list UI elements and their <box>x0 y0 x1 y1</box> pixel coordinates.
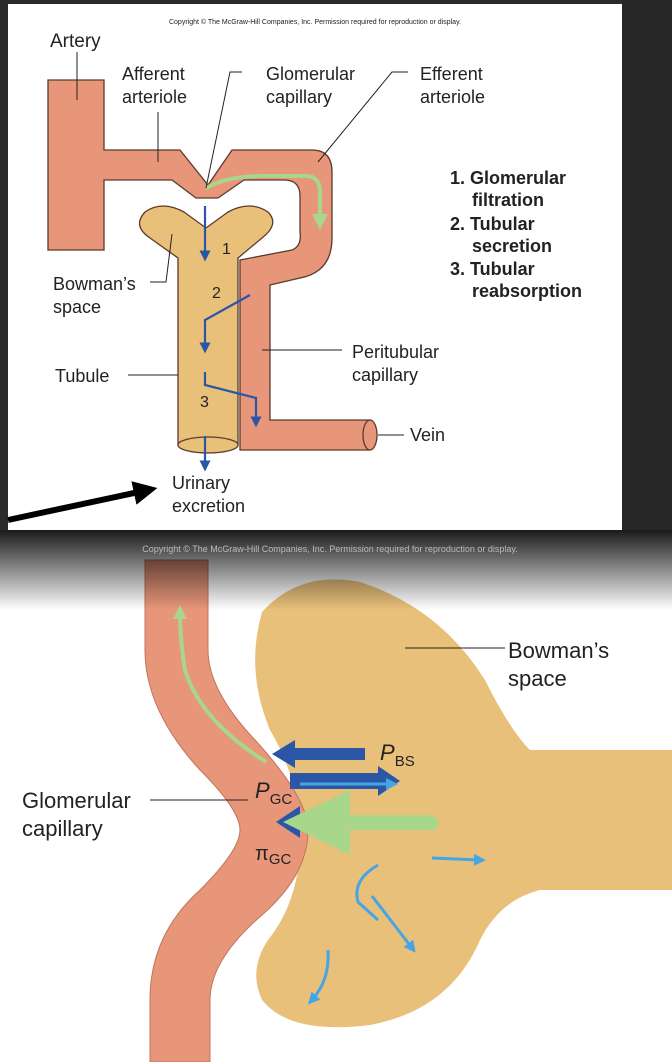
tubule-opening <box>177 436 239 454</box>
glomerular-capillary-shape <box>144 559 309 1062</box>
black-pointer-arrow <box>7 481 158 523</box>
reabsorption-arrow <box>203 372 262 428</box>
pgc-arrow <box>290 766 400 796</box>
copyright-notice-bottom: Copyright © The McGraw-Hill Companies, I… <box>142 544 517 554</box>
legend-2-line1: 2. Tubular <box>450 214 535 234</box>
label-efferent-line1: Efferent <box>420 64 483 84</box>
label-urinary-line2: excretion <box>172 496 245 516</box>
blood-flow-arrow <box>205 174 328 230</box>
label-glomerular-line2: capillary <box>266 87 332 107</box>
process-arrows <box>199 206 262 472</box>
label-afferent-line2: arteriole <box>122 87 187 107</box>
label-glomerular-line1: Glomerular <box>266 64 355 84</box>
filtrate-flow-arrows <box>307 853 486 1005</box>
label-pigc: πGC <box>255 843 291 868</box>
legend-3-line2: reabsorption <box>472 281 582 301</box>
label-vein: Vein <box>410 425 445 445</box>
step-number-1: 1 <box>222 241 231 258</box>
leader-lines <box>76 52 408 436</box>
bottom-leader-lines <box>150 647 505 801</box>
label-pbs: PBS <box>380 740 415 770</box>
label-bowmans-line2: space <box>53 297 101 317</box>
pressure-arrows <box>272 740 438 855</box>
bottom-panel: Copyright © The McGraw-Hill Companies, I… <box>0 530 672 1062</box>
step-number-3: 3 <box>200 394 209 411</box>
glomerular-filtration-diagram: Copyright © The McGraw-Hill Companies, I… <box>0 530 672 1062</box>
pbs-arrow <box>272 740 365 768</box>
legend-1-line1: 1. Glomerular <box>450 168 566 188</box>
label-peritubular-line2: capillary <box>352 365 418 385</box>
label-tubule: Tubule <box>55 366 109 386</box>
vein-opening <box>362 419 378 451</box>
blood-vessels <box>47 79 378 451</box>
label-pgc: PGC <box>255 778 292 808</box>
filtrate-arrow-right <box>431 853 486 866</box>
label-urinary-line1: Urinary <box>172 473 230 493</box>
label-glomerular-capillary-line2: capillary <box>22 816 103 841</box>
legend-3-line1: 3. Tubular <box>450 259 535 279</box>
label-bowmans-space-line1: Bowman’s <box>508 638 609 663</box>
label-peritubular-line1: Peritubular <box>352 342 439 362</box>
label-efferent-line2: arteriole <box>420 87 485 107</box>
filtrate-arrow-down-right <box>370 895 416 953</box>
legend-2-line2: secretion <box>472 236 552 256</box>
label-artery: Artery <box>50 31 101 52</box>
legend-1-line2: filtration <box>472 190 544 210</box>
process-legend: 1. Glomerular filtration 2. Tubular secr… <box>450 168 582 301</box>
label-afferent-line1: Afferent <box>122 64 185 84</box>
capillary-blood-flow-arrow <box>173 605 268 764</box>
bowmans-capsule-and-tubule <box>138 205 274 446</box>
secretion-arrow <box>199 294 251 354</box>
label-bowmans-line1: Bowman’s <box>53 274 136 294</box>
green-filtration-arrow <box>283 790 438 855</box>
step-number-2: 2 <box>212 285 221 302</box>
label-glomerular-capillary-line1: Glomerular <box>22 788 131 813</box>
afferent-artery-vessel <box>47 79 371 451</box>
bowmans-space-shape <box>255 579 672 1028</box>
filtrate-arrow-down <box>307 949 330 1005</box>
top-shadow <box>0 530 672 610</box>
copyright-notice: Copyright © The McGraw-Hill Companies, I… <box>169 18 461 26</box>
top-panel: Copyright © The McGraw-Hill Companies, I… <box>0 0 672 530</box>
nephron-overview-diagram: Copyright © The McGraw-Hill Companies, I… <box>7 18 582 523</box>
filtrate-arrow-curl <box>355 863 380 922</box>
label-bowmans-space-line2: space <box>508 666 567 691</box>
dark-side-strip <box>622 0 672 530</box>
